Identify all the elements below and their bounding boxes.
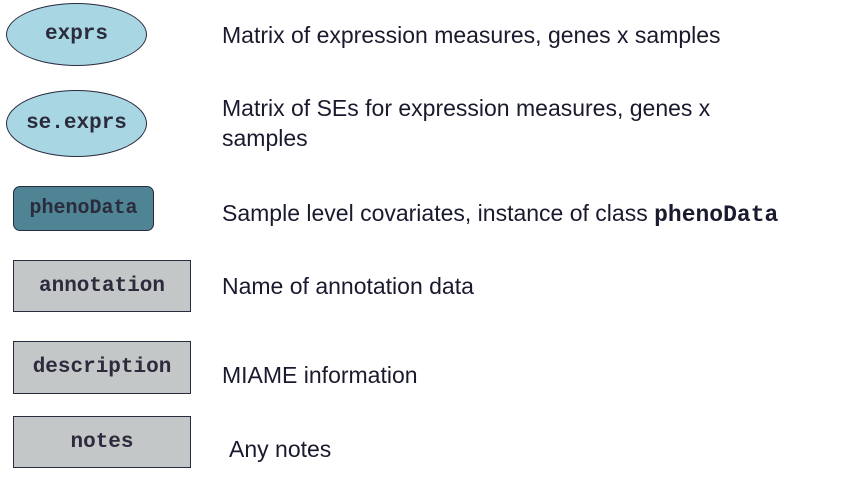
- slot-annotation-label: annotation: [38, 274, 166, 298]
- slot-description-description: MIAME information: [222, 362, 418, 388]
- slot-notes-label: notes: [70, 430, 134, 454]
- slot-annotation-description: Name of annotation data: [222, 273, 474, 299]
- slot-se-exprs-description: Matrix of SEs for expression measures, g…: [222, 93, 710, 153]
- slot-description-box: description: [13, 341, 191, 394]
- slot-phenodata-box: phenoData: [13, 186, 154, 231]
- slot-phenodata-description: Sample level covariates, instance of cla…: [222, 198, 778, 230]
- slot-exprs-label: exprs: [44, 23, 108, 46]
- slot-se-exprs-oval: se.exprs: [6, 90, 147, 157]
- slot-phenodata-label: phenoData: [29, 197, 138, 220]
- slot-phenodata-description-code: phenoData: [654, 202, 779, 228]
- slot-phenodata-description-text: Sample level covariates, instance of cla…: [222, 200, 655, 226]
- slot-se-exprs-description-line2: samples: [222, 125, 308, 151]
- slot-se-exprs-label: se.exprs: [26, 112, 127, 135]
- slot-notes-description: Any notes: [229, 436, 332, 462]
- slot-description-label: description: [32, 356, 172, 379]
- slot-se-exprs-description-line1: Matrix of SEs for expression measures, g…: [222, 95, 711, 121]
- slot-notes-box: notes: [13, 416, 191, 468]
- slot-exprs-oval: exprs: [6, 3, 147, 66]
- slot-annotation-box: annotation: [13, 260, 191, 312]
- slot-exprs-description: Matrix of expression measures, genes x s…: [222, 22, 721, 48]
